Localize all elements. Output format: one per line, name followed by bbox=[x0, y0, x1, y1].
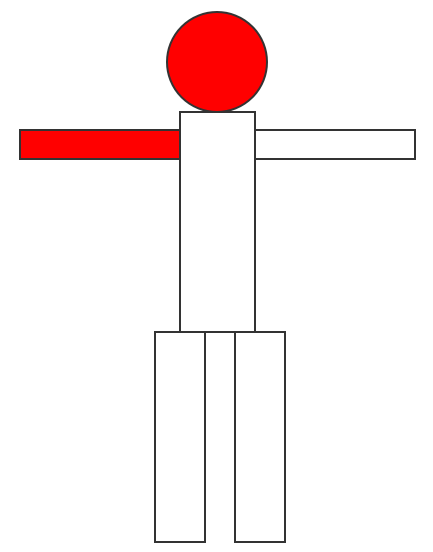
right-leg bbox=[234, 331, 286, 543]
head bbox=[166, 11, 268, 113]
torso bbox=[179, 111, 256, 333]
left-leg bbox=[154, 331, 206, 543]
right-arm bbox=[254, 129, 416, 160]
left-arm bbox=[19, 129, 181, 160]
